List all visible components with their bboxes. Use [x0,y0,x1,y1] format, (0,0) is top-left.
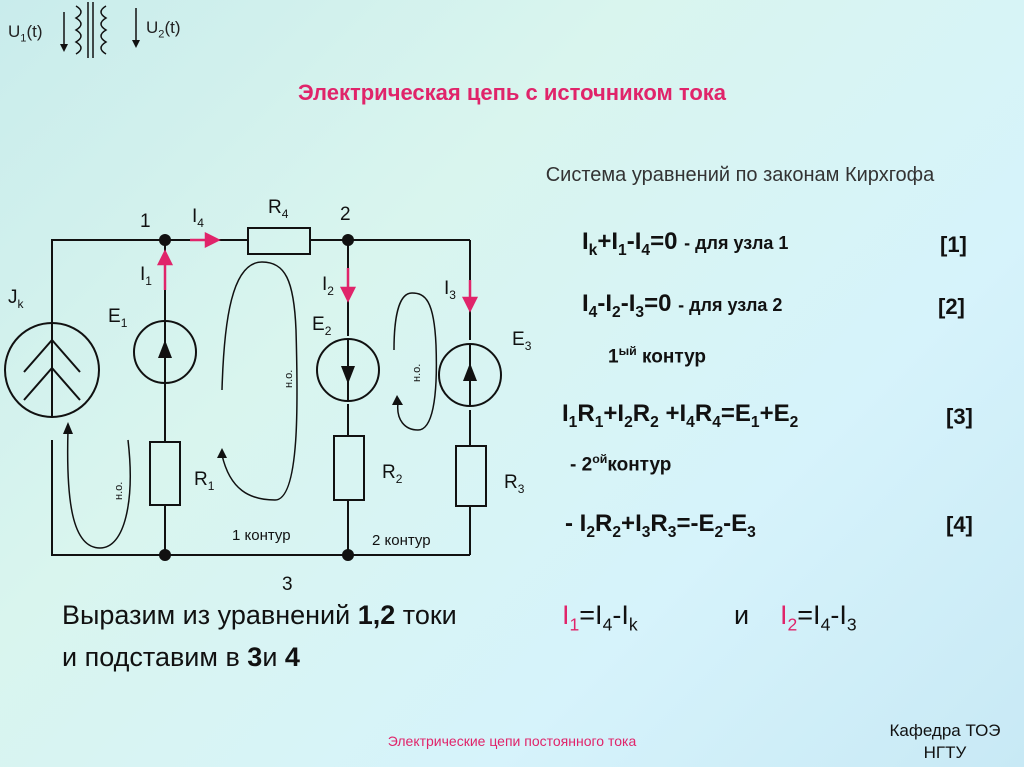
contour-1-label: 1ый контур [608,344,707,368]
label-e1: E1 [108,306,128,330]
department-label: Кафедра ТОЭ НГТУ [889,721,1001,762]
loop-1-arrow [217,448,227,458]
u2-label: U2(t) [146,18,181,41]
loop-dir-label-jk: н.о. [113,482,125,500]
equation-4: - I2R2+I3R3=-E2-E3 [565,510,756,541]
loop-dir-label-2: н.о. [411,364,423,382]
contour-2-label: - 2ойконтур [570,452,672,476]
u1-label: U1(t) [8,22,43,45]
label-i2: I2 [322,274,334,298]
footer-title: Электрические цепи постоянного тока [387,733,637,749]
equation-4-number: [4] [946,512,973,537]
node-label-2: 2 [340,204,351,225]
label-jk: Jk [8,287,25,311]
node-label-3: 3 [282,574,293,595]
loop-1-label: 1 контур [232,527,291,544]
label-r3: R3 [504,472,525,496]
label-e3: E3 [512,329,532,353]
current-arrow-i2 [339,286,357,303]
current-arrow-i1 [156,249,174,266]
expression-i1: I1=I4-Ik [562,600,638,635]
current-arrow-i4 [204,231,221,249]
label-r1: R1 [194,469,215,493]
transformer-icon [60,2,140,58]
bottom-line-1: Выразим из уравнений 1,2 токи [62,600,457,630]
label-i1: I1 [140,264,152,288]
equation-3: I1R1+I2R2 +I4R4=E1+E2 [562,400,799,431]
node-3-left [159,549,171,561]
node-label-1: 1 [140,211,151,232]
emf-e2 [316,338,380,402]
wire-bottom [51,440,470,556]
label-r2: R2 [382,462,403,486]
bottom-line-2: и подставим в 3и 4 [62,642,300,672]
resistor-r1 [149,441,181,506]
equation-2-number: [2] [938,294,965,319]
emf-e3 [438,343,502,407]
resistor-r3 [455,445,487,507]
loop-dir-label-1: н.о. [283,370,295,388]
header-symbol: U1(t) U2(t) [6,0,206,60]
system-heading: Система уравнений по законам Кирхгофа [545,164,935,186]
conjunction: и [734,600,750,630]
label-i3: I3 [444,278,456,302]
label-i4: I4 [192,206,204,230]
node-1 [159,234,171,246]
label-e2: E2 [312,314,332,338]
current-arrow-i3 [461,296,479,313]
circuit-diagram: 1 2 3 Jk E1 E2 E3 R4 R1 R2 R3 I4 I1 I2 I… [4,197,532,595]
current-source-jk [4,322,100,418]
loop-1-curve [221,261,298,501]
loop-2-label: 2 контур [372,532,431,549]
equation-1-number: [1] [940,232,967,257]
emf-e1 [133,320,197,384]
loop-2-curve [393,292,438,431]
equation-1: Ik+I1-I4=0 - для узла 1 [582,228,789,259]
wire-top-left [51,239,248,350]
expression-i2: I2=I4-I3 [780,600,857,635]
node-2 [342,234,354,246]
label-r4: R4 [268,197,289,221]
equation-3-number: [3] [946,404,973,429]
resistor-r4 [247,227,311,255]
slide-title: Электрическая цепь с источником тока [297,80,727,105]
loop-jk-arrow [63,422,73,434]
resistor-r2 [333,435,365,501]
equation-2: I4-I2-I3=0 - для узла 2 [582,290,783,321]
loop-jk-curve [66,429,131,549]
loop-2-arrow [392,395,403,405]
node-3-right [342,549,354,561]
